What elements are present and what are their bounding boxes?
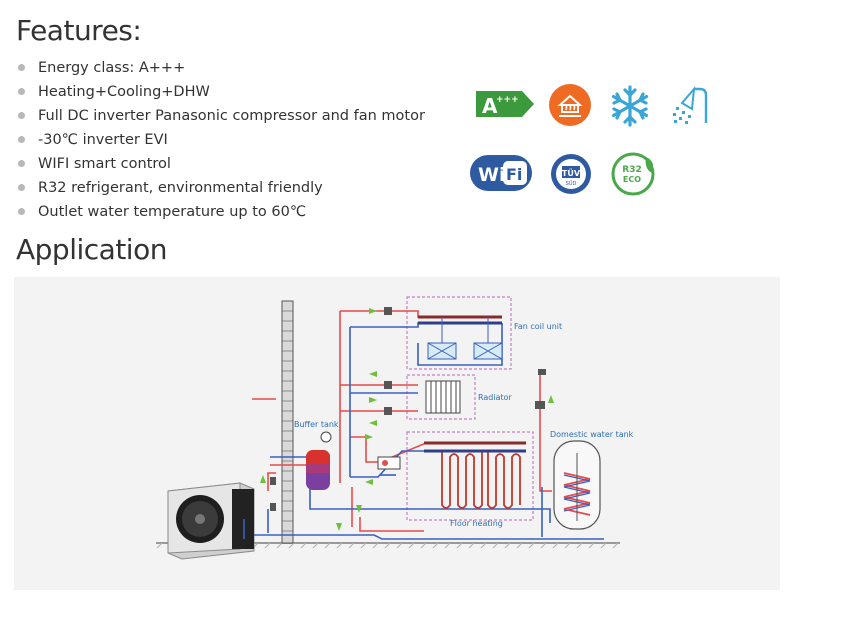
- heating-icon: [549, 84, 591, 126]
- radiator-zone: [406, 374, 476, 420]
- buffer-tank-label: Buffer tank: [294, 420, 339, 429]
- radiator-unit: [425, 380, 461, 414]
- buffer-tank: [306, 431, 332, 490]
- svg-text:ECO: ECO: [623, 175, 641, 184]
- application-heading: Application: [16, 233, 167, 266]
- pump-indicator: [382, 460, 388, 466]
- floor-heating-zone: [406, 431, 534, 521]
- shower-icon: [673, 85, 708, 124]
- svg-text:A: A: [482, 94, 498, 118]
- features-heading: Features:: [16, 14, 142, 47]
- heating-system-schematic: Fan coil unit Radiator Buffer tank Domes…: [156, 296, 634, 560]
- feature-item: WIFI smart control: [18, 154, 425, 178]
- feature-item: -30℃ inverter EVI: [18, 130, 425, 154]
- tuv-certification-icon: TÜV SÜD: [551, 154, 591, 194]
- application-diagram: Fan coil unit Radiator Buffer tank Domes…: [14, 277, 780, 590]
- feature-item: Heating+Cooling+DHW: [18, 82, 425, 106]
- floor-heating-label: Floor heating: [450, 519, 503, 528]
- svg-text:Fi: Fi: [506, 165, 522, 184]
- svg-text:+++: +++: [496, 95, 519, 105]
- domestic-water-tank: [553, 440, 601, 530]
- feature-item: Outlet water temperature up to 60℃: [18, 202, 425, 226]
- features-list: Energy class: A+++ Heating+Cooling+DHW F…: [18, 58, 425, 226]
- feature-item: Full DC inverter Panasonic compressor an…: [18, 106, 425, 130]
- pump-controller: [377, 456, 401, 470]
- energy-class-icon: A +++: [476, 91, 534, 118]
- brick-wall: [281, 300, 294, 544]
- fan-coil-label: Fan coil unit: [514, 322, 562, 331]
- wifi-icon: Wi Fi: [470, 155, 532, 191]
- r32-eco-icon: R32 ECO: [611, 152, 655, 196]
- feature-item: Energy class: A+++: [18, 58, 425, 82]
- flow-arrows: [260, 308, 554, 531]
- feature-badges: A +++: [470, 83, 720, 203]
- heat-pump-unit: [167, 482, 255, 560]
- svg-text:TÜV: TÜV: [562, 168, 581, 178]
- floor-heating-coil: [441, 451, 521, 509]
- valves: [270, 307, 546, 511]
- fan-coil-units: [418, 315, 503, 360]
- svg-text:SÜD: SÜD: [566, 180, 577, 187]
- snowflake-icon: [611, 85, 649, 127]
- domestic-water-tank-label: Domestic water tank: [550, 430, 634, 439]
- svg-text:R32: R32: [622, 165, 641, 175]
- radiator-label: Radiator: [478, 393, 513, 402]
- fan-coil-zone: [406, 296, 512, 370]
- feature-item: R32 refrigerant, environmental friendly: [18, 178, 425, 202]
- svg-text:Wi: Wi: [478, 164, 505, 186]
